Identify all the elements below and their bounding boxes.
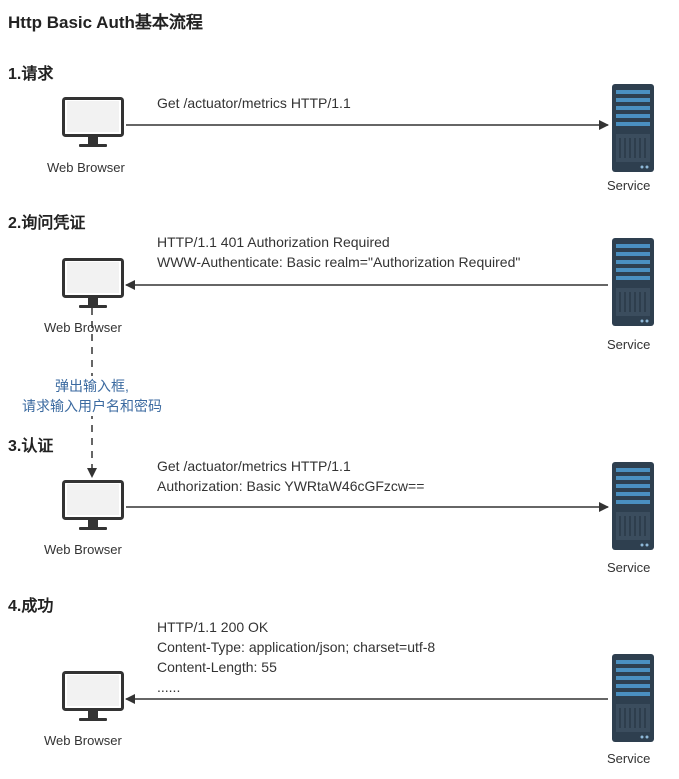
message-line: HTTP/1.1 401 Authorization Required [157, 234, 390, 250]
server-rack-icon [612, 462, 654, 550]
message-line: ...... [157, 679, 181, 695]
step-2-heading: 2.询问凭证 [8, 215, 86, 232]
message-line: Authorization: Basic YWRtaW46cGFzcw== [157, 478, 425, 494]
monitor-icon [62, 671, 124, 721]
message-line: Content-Length: 55 [157, 659, 277, 675]
step-2-message: HTTP/1.1 401 Authorization Required WWW-… [157, 232, 520, 272]
prompt-note: 弹出输入框, 请求输入用户名和密码 [6, 376, 178, 416]
step-1-message: Get /actuator/metrics HTTP/1.1 [157, 93, 351, 113]
server-label: Service [607, 178, 651, 193]
server-rack-icon [612, 238, 654, 326]
server-label: Service [607, 337, 651, 352]
server-rack-icon [612, 654, 654, 742]
client-label: Web Browser [44, 542, 122, 557]
server-label: Service [607, 560, 651, 575]
step-4-heading: 4.成功 [8, 598, 54, 615]
client-label: Web Browser [44, 320, 122, 335]
message-line: Get /actuator/metrics HTTP/1.1 [157, 95, 351, 111]
message-line: Get /actuator/metrics HTTP/1.1 [157, 458, 351, 474]
monitor-icon [62, 480, 124, 530]
message-line: Content-Type: application/json; charset=… [157, 639, 436, 655]
diagram-title: Http Basic Auth基本流程 [8, 13, 203, 32]
client-label: Web Browser [47, 160, 125, 175]
server-label: Service [607, 751, 651, 766]
step-3-message: Get /actuator/metrics HTTP/1.1 Authoriza… [157, 456, 424, 496]
step-3-heading: 3.认证 [8, 438, 54, 455]
client-label: Web Browser [44, 733, 122, 748]
step-1-heading: 1.请求 [8, 66, 54, 83]
message-line: WWW-Authenticate: Basic realm="Authoriza… [157, 254, 521, 270]
monitor-icon [62, 97, 124, 147]
prompt-note-line: 弹出输入框, [55, 378, 129, 394]
step-4-message: HTTP/1.1 200 OK Content-Type: applicatio… [157, 617, 435, 697]
monitor-icon [62, 258, 124, 308]
prompt-note-line: 请求输入用户名和密码 [22, 398, 162, 414]
server-rack-icon [612, 84, 654, 172]
message-line: HTTP/1.1 200 OK [157, 619, 269, 635]
